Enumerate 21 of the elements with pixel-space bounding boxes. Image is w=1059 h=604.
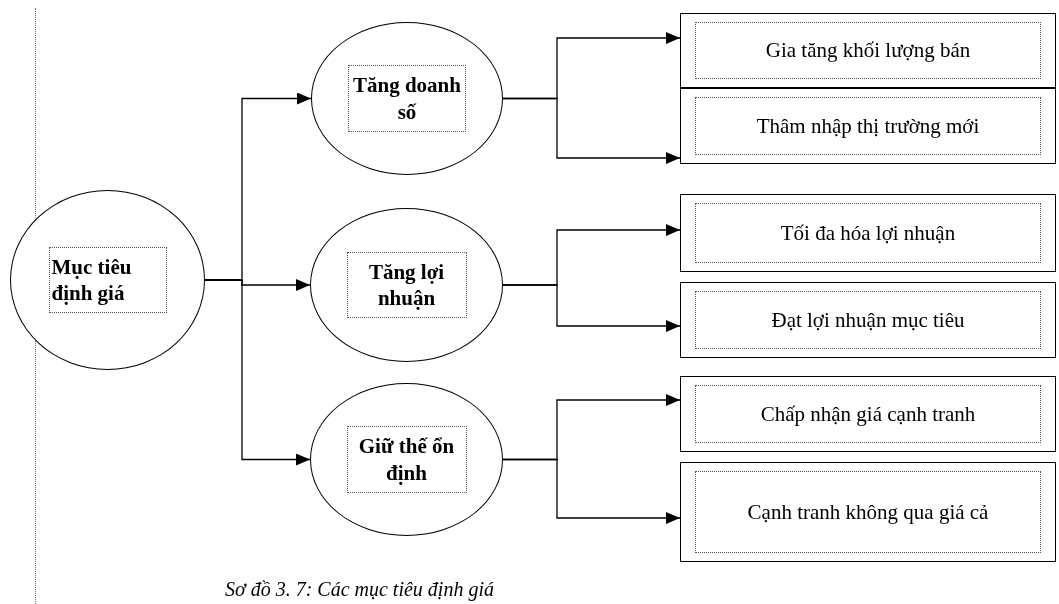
goal-label: Giữ thế ổn định — [346, 426, 467, 493]
objective-label: Tối đa hóa lợi nhuận — [695, 203, 1041, 263]
objective-box — [680, 376, 1056, 452]
connector-arrow — [502, 458, 681, 524]
goal-label: Mục tiêu định giá — [48, 246, 167, 314]
objective-box — [680, 194, 1056, 272]
diagram-caption: Sơ đồ 3. 7: Các mục tiêu định giá — [225, 577, 494, 603]
objective-label: Chấp nhận giá cạnh tranh — [695, 385, 1041, 443]
objective-label: Đạt lợi nhuận mục tiêu — [695, 291, 1041, 349]
goal-label: Tăng lợi nhuận — [346, 251, 467, 319]
objective-box — [680, 88, 1056, 164]
objective-label: Cạnh tranh không qua giá cả — [695, 471, 1041, 553]
objective-label: Gia tăng khối lượng bán — [695, 22, 1041, 79]
goal-label: Tăng doanh số — [348, 65, 466, 132]
connector-arrow — [204, 279, 311, 466]
objective-box — [680, 462, 1056, 562]
objective-box — [680, 13, 1056, 88]
connector-arrow — [502, 284, 681, 332]
connector-arrow — [502, 97, 681, 164]
objective-label: Thâm nhập thị trường mới — [695, 97, 1041, 155]
objective-box — [680, 282, 1056, 358]
